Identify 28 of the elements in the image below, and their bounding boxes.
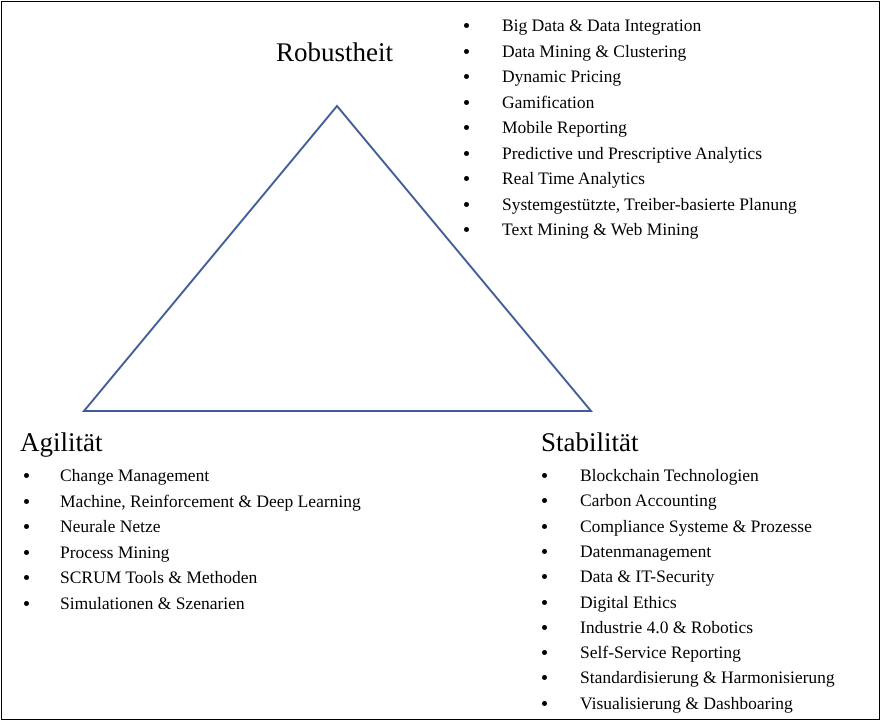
list-item: Compliance Systeme & Prozesse [580, 514, 812, 537]
list-item: Standardisierung & Harmonisierung [580, 666, 835, 688]
list-item: Change Management [60, 464, 210, 486]
list-item: Text Mining & Web Mining [502, 218, 698, 240]
list-item: SCRUM Tools & Methoden [60, 566, 258, 588]
list-item: Datenmanagement [580, 540, 712, 562]
list-item: Blockchain Technologien [580, 464, 759, 486]
list-item: Data Mining & Clustering [502, 40, 686, 62]
list-item: Process Mining [60, 540, 170, 562]
list-item: Machine, Reinforcement & Deep Learning [60, 490, 361, 512]
list-item: Systemgestützte, Treiber-basierte Planung [502, 192, 797, 214]
corner-heading: Stabilität [541, 426, 638, 458]
corner-heading: Agilität [20, 426, 102, 458]
list-item: Predictive und Prescriptive Analytics [502, 142, 762, 164]
corner-heading: Robustheit [276, 36, 394, 68]
list-item: Digital Ethics [580, 590, 677, 612]
list-item: Neurale Netze [60, 515, 161, 537]
list-item: Gamification [502, 90, 594, 112]
list-item: Self-Service Reporting [580, 641, 741, 664]
list-item: Visualisierung & Dashboaring [580, 692, 793, 714]
list-item: Data & IT-Security [580, 565, 714, 588]
list-item: Dynamic Pricing [502, 65, 622, 87]
list-item: Real Time Analytics [502, 167, 645, 189]
list-item: Big Data & Data Integration [502, 14, 702, 36]
list-item: Industrie 4.0 & Robotics [580, 616, 754, 638]
list-item: Carbon Accounting [580, 489, 717, 512]
list-item: Mobile Reporting [502, 116, 627, 138]
list-item: Simulationen & Szenarien [60, 592, 245, 614]
